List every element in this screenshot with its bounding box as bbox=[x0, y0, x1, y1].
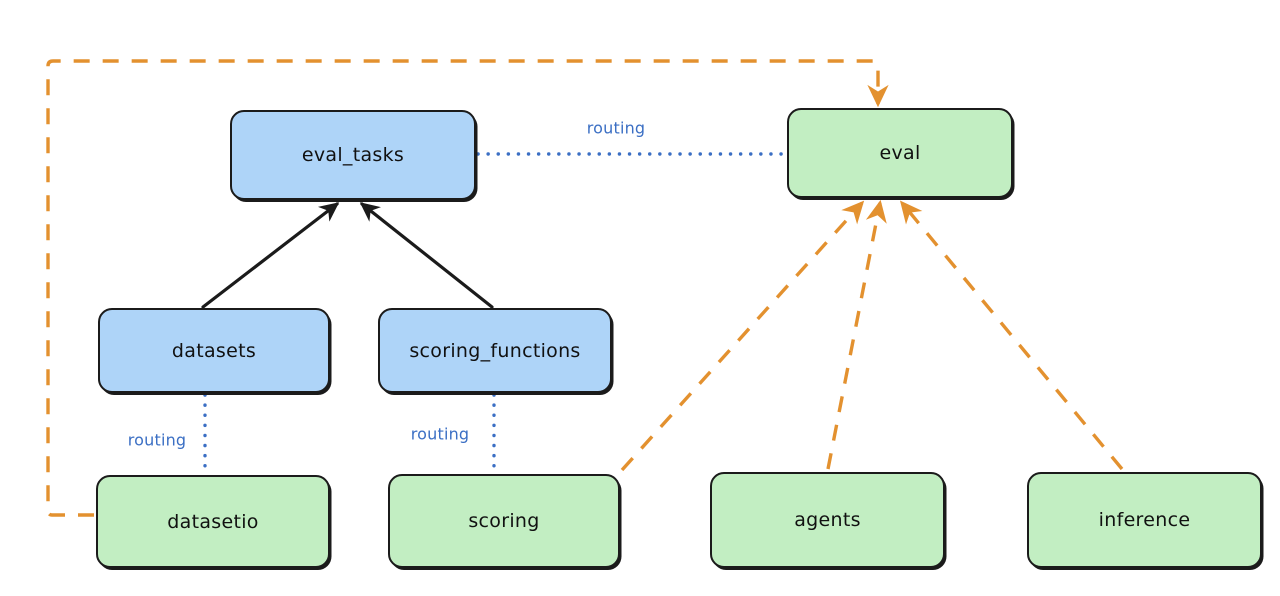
node-label: datasets bbox=[171, 339, 257, 362]
node-datasets[interactable]: datasets bbox=[98, 308, 330, 393]
node-label: datasetio bbox=[167, 510, 259, 533]
edge-scoring-to-eval bbox=[620, 200, 865, 472]
node-label: scoring_functions bbox=[409, 339, 581, 362]
edge-label-routing-eval-tasks-eval: routing bbox=[587, 119, 646, 138]
node-eval-tasks[interactable]: eval_tasks bbox=[230, 110, 476, 200]
edge-label-routing-datasets-datasetio: routing bbox=[128, 431, 187, 450]
edge-agents-to-eval bbox=[826, 199, 887, 470]
node-inference[interactable]: inference bbox=[1027, 472, 1262, 568]
node-scoring-functions[interactable]: scoring_functions bbox=[378, 308, 612, 393]
node-label: scoring bbox=[468, 510, 540, 532]
edge-label-text: routing bbox=[586, 118, 646, 138]
edge-datasets-to-eval_tasks bbox=[201, 202, 340, 309]
edge-label-routing-scoring-functions-scoring: routing bbox=[411, 425, 470, 444]
node-label: inference bbox=[1098, 509, 1191, 531]
node-datasetio[interactable]: datasetio bbox=[96, 475, 330, 568]
node-label: eval_tasks bbox=[301, 144, 405, 166]
edge-scoring_functions-to-eval_tasks bbox=[359, 202, 494, 309]
node-label: agents bbox=[794, 509, 861, 531]
node-scoring[interactable]: scoring bbox=[388, 474, 620, 568]
edge-label-text: routing bbox=[410, 424, 470, 444]
edge-label-text: routing bbox=[127, 430, 187, 450]
node-eval[interactable]: eval bbox=[787, 108, 1013, 198]
node-label: eval bbox=[879, 142, 921, 164]
edge-inference-to-eval bbox=[899, 200, 1124, 471]
node-agents[interactable]: agents bbox=[710, 472, 945, 568]
